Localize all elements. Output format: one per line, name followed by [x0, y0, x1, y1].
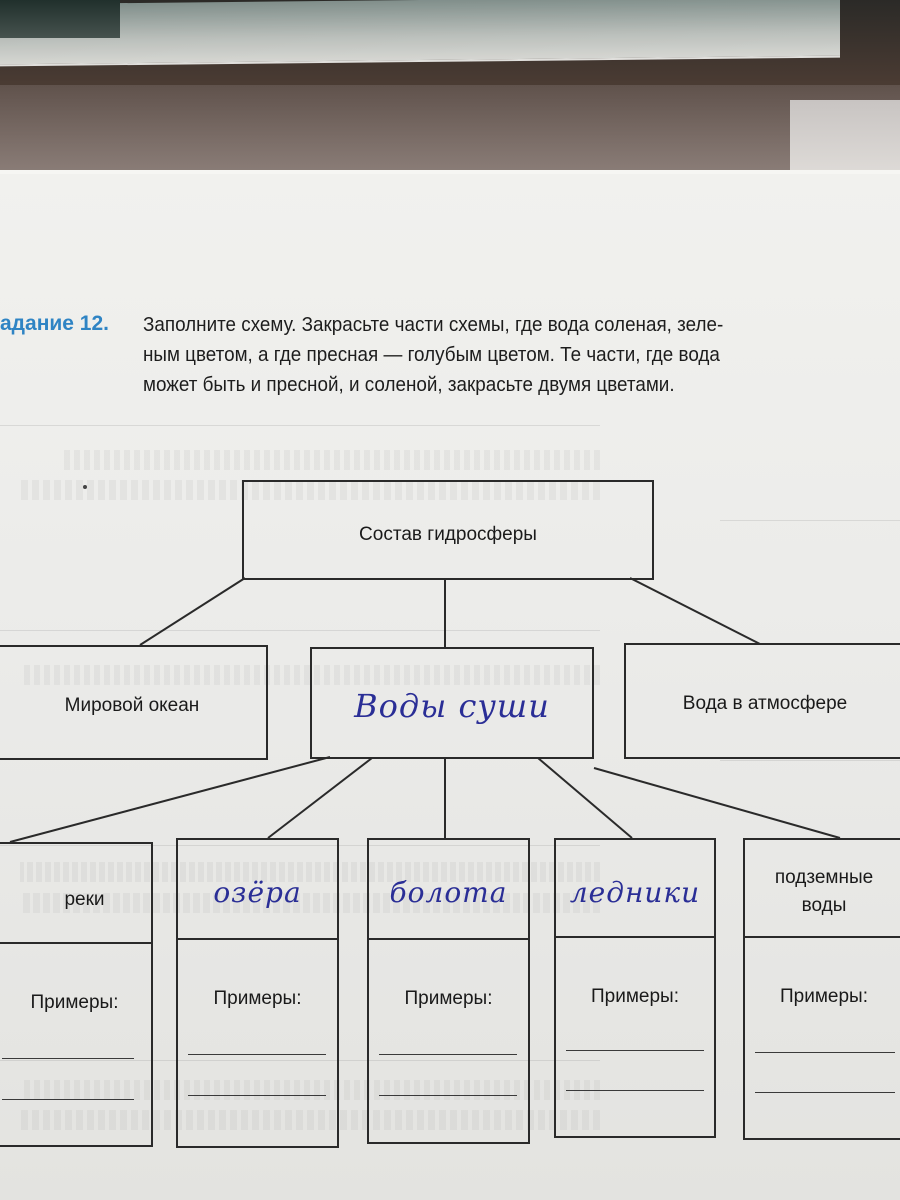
- groundwater-answer-line-1[interactable]: [755, 1052, 895, 1053]
- groundwater-divider: [745, 936, 900, 938]
- rivers-divider: [0, 942, 151, 944]
- rivers-examples-label: Примеры:: [30, 992, 119, 1013]
- swamps-box[interactable]: болота Примеры:: [367, 838, 530, 1144]
- glaciers-examples-label: Примеры:: [591, 986, 679, 1007]
- swamps-handwritten: болота: [389, 876, 508, 909]
- lakes-answer-line-2[interactable]: [188, 1095, 326, 1096]
- lakes-handwritten: озёра: [213, 876, 302, 909]
- groundwater-answer-line-2[interactable]: [755, 1092, 895, 1093]
- rivers-box: реки Примеры:: [0, 842, 153, 1147]
- rivers-answer-line-1[interactable]: [2, 1058, 134, 1059]
- lakes-answer-line-1[interactable]: [188, 1054, 326, 1055]
- pencil-dot: [83, 485, 87, 489]
- task-number: адание 12.: [0, 312, 109, 335]
- background-plastic-wrap: [0, 85, 900, 185]
- task-instructions: Заполните схему. Закрасьте части схемы, …: [143, 313, 724, 396]
- glaciers-answer-line-2[interactable]: [566, 1090, 704, 1091]
- root-box: Состав гидросферы: [242, 480, 654, 580]
- root-label: Состав гидросферы: [359, 524, 537, 545]
- lakes-examples-label: Примеры:: [213, 988, 302, 1009]
- page-top-edge: [0, 170, 900, 174]
- rivers-label: реки: [64, 889, 105, 910]
- swamps-answer-line-1[interactable]: [379, 1054, 517, 1055]
- atmosphere-box: Вода в атмосфере: [624, 643, 900, 759]
- swamps-answer-line-2[interactable]: [379, 1095, 517, 1096]
- groundwater-label: подземные воды: [774, 867, 874, 916]
- glaciers-box[interactable]: ледники Примеры:: [554, 838, 716, 1138]
- groundwater-box: подземные воды Примеры:: [743, 838, 900, 1140]
- workbook-page: [0, 172, 900, 1200]
- rivers-answer-line-2[interactable]: [2, 1099, 134, 1100]
- groundwater-examples-label: Примеры:: [780, 986, 868, 1007]
- lakes-divider: [178, 938, 337, 940]
- glaciers-divider: [556, 936, 714, 938]
- lakes-box[interactable]: озёра Примеры:: [176, 838, 339, 1148]
- swamps-examples-label: Примеры:: [404, 988, 493, 1009]
- glaciers-answer-line-1[interactable]: [566, 1050, 704, 1051]
- ocean-label: Мировой океан: [64, 695, 200, 716]
- glaciers-handwritten: ледники: [569, 876, 701, 909]
- background-dark-object: [0, 0, 120, 38]
- swamps-divider: [369, 938, 528, 940]
- atmosphere-label: Вода в атмосфере: [682, 693, 848, 714]
- land-waters-handwritten: Воды суши: [354, 687, 550, 725]
- land-waters-box[interactable]: Воды суши: [310, 647, 594, 759]
- ocean-box: Мировой океан: [0, 645, 268, 760]
